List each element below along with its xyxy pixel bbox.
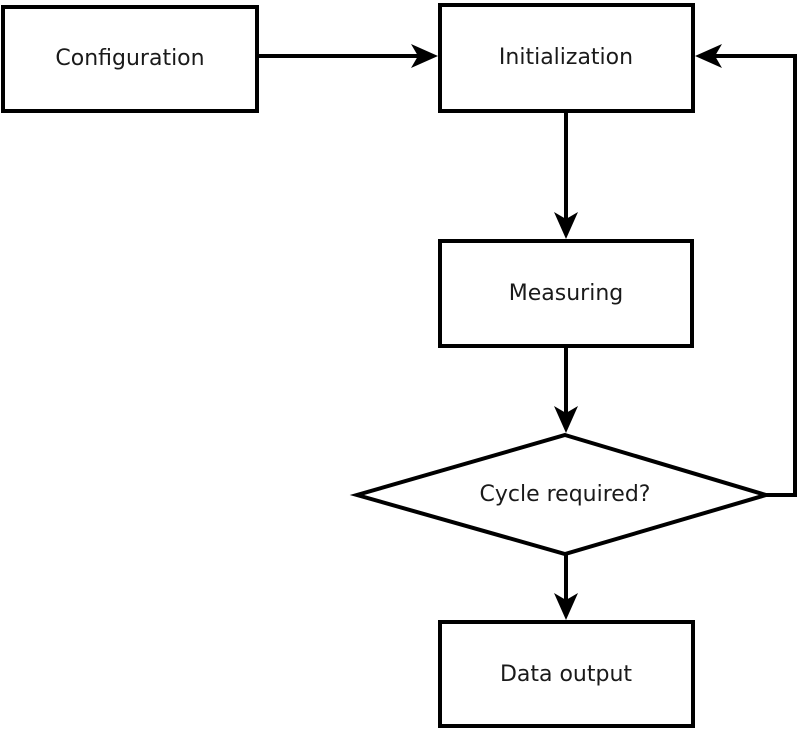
node-configuration[interactable]: Configuration: [1, 5, 259, 113]
data-output-label: Data output: [500, 662, 632, 687]
arrow-head-down-icon: [554, 593, 578, 620]
edge-polyline: [707, 54, 797, 497]
edge-cycle-required-to-data-output: [554, 550, 578, 620]
arrow-head-down-icon: [554, 406, 578, 433]
cycle-required-diamond[interactable]: [349, 432, 774, 557]
arrow-head-left-icon: [695, 44, 722, 68]
edge-initialization-to-measuring: [554, 113, 578, 239]
edge-measuring-to-cycle-required: [554, 348, 578, 433]
cycle-required-label: Cycle required?: [480, 482, 651, 507]
initialization-box[interactable]: [438, 3, 695, 113]
measuring-label: Measuring: [509, 281, 623, 306]
initialization-label: Initialization: [499, 45, 633, 70]
configuration-box[interactable]: [1, 5, 259, 113]
edge-configuration-to-initialization: [259, 44, 438, 68]
arrow-head-right-icon: [411, 44, 438, 68]
edge-cycle-required-to-initialization-feedback: [695, 44, 797, 497]
node-measuring[interactable]: Measuring: [438, 239, 694, 348]
node-data-output[interactable]: Data output: [438, 620, 695, 728]
arrow-head-down-icon: [554, 212, 578, 239]
measuring-box[interactable]: [438, 239, 694, 348]
node-initialization[interactable]: Initialization: [438, 3, 695, 113]
configuration-label: Configuration: [55, 46, 204, 71]
node-cycle-required[interactable]: Cycle required?: [349, 432, 774, 557]
data-output-box[interactable]: [438, 620, 695, 728]
